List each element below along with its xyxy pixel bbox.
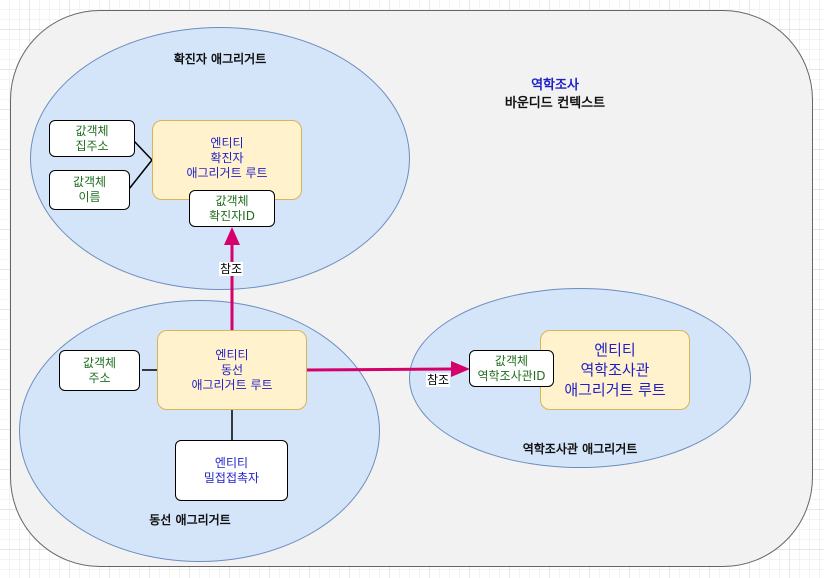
value-object-movement-address[interactable]: 값객체 주소 <box>59 350 140 391</box>
movement-root-entity-label: 엔티티 동선 애그리거트 루트 <box>191 347 273 392</box>
investigator-root-entity[interactable]: 엔티티 역학조사관 애그리거트 루트 <box>540 330 690 410</box>
movement-aggregate-title: 동선 애그리거트 <box>149 513 231 527</box>
reference-label-confirmed: 참조 <box>219 262 244 276</box>
investigator-root-entity-label: 엔티티 역학조사관 애그리거트 루트 <box>564 341 666 399</box>
value-object-name[interactable]: 값객체 이름 <box>49 170 130 210</box>
bounded-context-title-line2: 바운디드 컨텍스트 <box>504 96 606 111</box>
reference-label-investigator: 참조 <box>426 373 451 387</box>
value-object-investigator-id-label: 값객체 역학조사관ID <box>477 353 546 383</box>
value-object-confirmed-id[interactable]: 값객체 확진자ID <box>189 190 275 227</box>
value-object-address[interactable]: 값객체 집주소 <box>49 120 135 157</box>
confirmed-aggregate-title: 확진자 애그리거트 <box>173 52 267 66</box>
close-contact-entity-label: 엔티티 밀접접촉자 <box>203 455 260 485</box>
value-object-confirmed-id-label: 값객체 확진자ID <box>209 193 255 223</box>
bounded-context-title-line1: 역학조사 <box>531 78 579 93</box>
close-contact-entity[interactable]: 엔티티 밀접접촉자 <box>175 440 288 501</box>
confirmed-root-entity[interactable]: 엔티티 확진자 애그리거트 루트 <box>152 120 302 200</box>
value-object-investigator-id[interactable]: 값객체 역학조사관ID <box>469 350 554 387</box>
confirmed-root-entity-label: 엔티티 확진자 애그리거트 루트 <box>186 135 268 180</box>
movement-root-entity[interactable]: 엔티티 동선 애그리거트 루트 <box>157 330 307 410</box>
value-object-movement-address-label: 값객체 주소 <box>82 355 117 385</box>
value-object-name-label: 값객체 이름 <box>72 175 107 204</box>
value-object-address-label: 값객체 집주소 <box>75 123 109 153</box>
investigator-aggregate-title: 역학조사관 애그리거트 <box>522 442 638 456</box>
